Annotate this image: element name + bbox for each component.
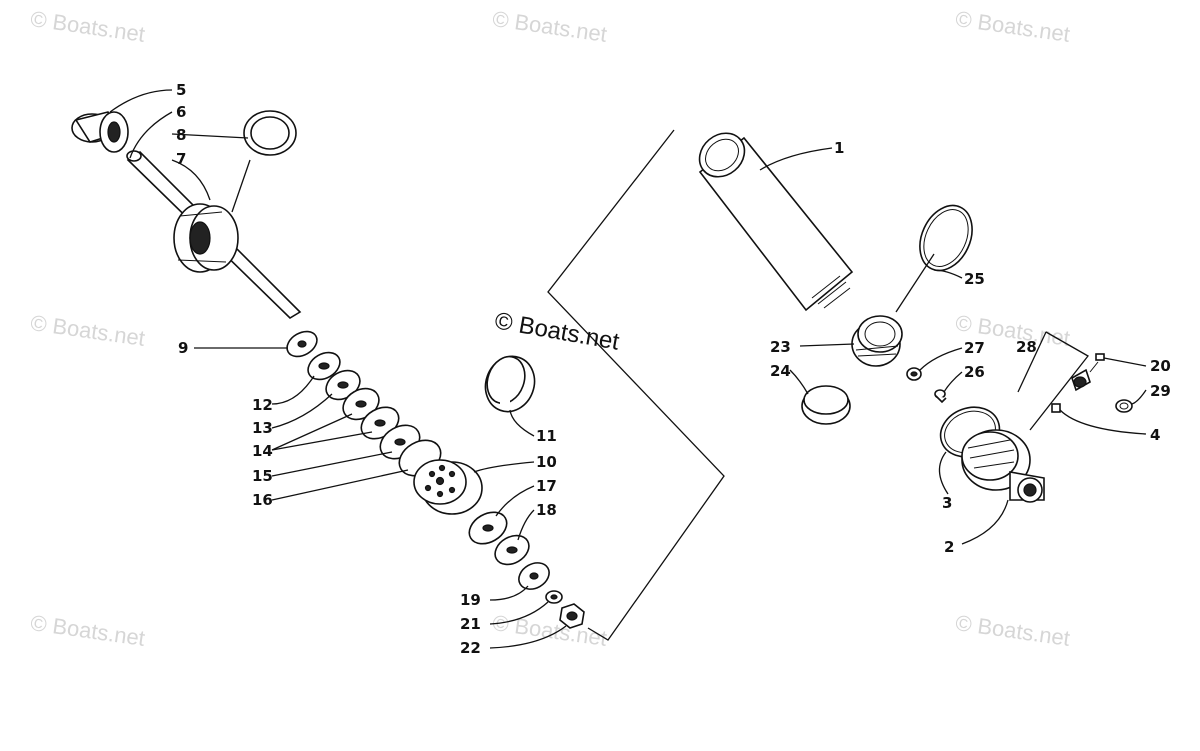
part-cap-23[interactable] — [851, 315, 903, 367]
part-split-ring-11[interactable] — [478, 349, 542, 418]
callout-4: 4 — [1150, 426, 1160, 444]
assembly-outline — [547, 129, 725, 641]
callout-23: 23 — [770, 338, 791, 356]
callout-19: 19 — [460, 591, 481, 609]
part-washer-12[interactable] — [303, 347, 344, 385]
callout-27: 27 — [964, 339, 985, 357]
part-valve-core-4[interactable] — [1051, 403, 1061, 413]
part-ring-25[interactable] — [910, 197, 982, 279]
callout-29: 29 — [1150, 382, 1171, 400]
part-cylinder-1[interactable] — [691, 124, 854, 312]
callout-11: 11 — [536, 427, 557, 445]
callout-26: 26 — [964, 363, 985, 381]
callout-8: 8 — [176, 126, 186, 144]
callout-1: 1 — [834, 139, 844, 157]
callout-2: 2 — [944, 538, 954, 556]
callout-24: 24 — [770, 362, 791, 380]
callout-7: 7 — [176, 150, 186, 168]
part-ring-24[interactable] — [801, 385, 851, 425]
callout-10: 10 — [536, 453, 557, 471]
part-end-cap-2[interactable] — [961, 429, 1045, 503]
callout-21: 21 — [460, 615, 481, 633]
part-piston-10[interactable] — [413, 459, 483, 515]
part-seal-ring-8[interactable] — [243, 110, 297, 156]
callout-5: 5 — [176, 81, 186, 99]
part-screw-26[interactable] — [934, 389, 947, 404]
part-washer-19[interactable] — [514, 558, 554, 595]
callout-25: 25 — [964, 270, 985, 288]
part-washer-21[interactable] — [545, 590, 563, 604]
part-washer-17[interactable] — [464, 506, 513, 550]
part-cap-20[interactable] — [1095, 353, 1105, 361]
callout-15: 15 — [252, 467, 273, 485]
callout-13: 13 — [252, 419, 273, 437]
part-washer-29[interactable] — [1115, 399, 1133, 413]
part-nut-22[interactable] — [559, 603, 585, 629]
callout-3: 3 — [942, 494, 952, 512]
callout-14: 14 — [252, 442, 273, 460]
part-washer-9[interactable] — [283, 326, 322, 361]
callout-18: 18 — [536, 501, 557, 519]
part-bearing-7[interactable] — [173, 203, 239, 273]
callout-16: 16 — [252, 491, 273, 509]
part-washer-18[interactable] — [490, 530, 534, 571]
callout-20: 20 — [1150, 357, 1171, 375]
callout-12: 12 — [252, 396, 273, 414]
part-valve-28[interactable] — [1017, 331, 1099, 431]
part-cap-5[interactable] — [71, 111, 129, 153]
part-washer-27[interactable] — [906, 367, 922, 381]
callout-9: 9 — [178, 339, 188, 357]
leader-lines — [109, 89, 1147, 649]
callout-6: 6 — [176, 103, 186, 121]
callout-17: 17 — [536, 477, 557, 495]
callout-22: 22 — [460, 639, 481, 657]
callout-labels: 5 6 8 7 9 12 13 14 15 16 11 10 17 18 19 … — [176, 81, 1171, 657]
callout-28: 28 — [1016, 338, 1037, 356]
